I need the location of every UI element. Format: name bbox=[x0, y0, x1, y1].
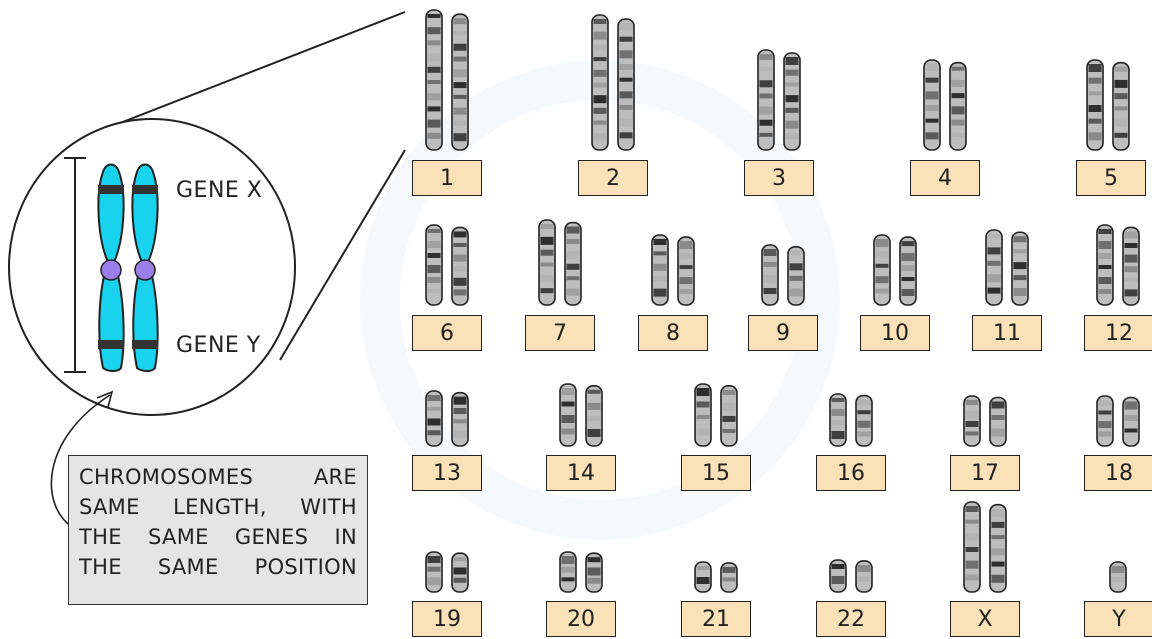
zoom-line-top bbox=[114, 11, 406, 126]
pair-label-22: 22 bbox=[816, 601, 886, 637]
pair-label-20: 20 bbox=[546, 601, 616, 637]
pair-label-18: 18 bbox=[1084, 455, 1152, 491]
pair-label-10: 10 bbox=[860, 315, 930, 351]
pair-label-5: 5 bbox=[1076, 160, 1146, 196]
callout-line: SAME LENGTH, WITH bbox=[79, 495, 357, 519]
pair-label-2: 2 bbox=[578, 160, 648, 196]
gene-y-label: GENE Y bbox=[176, 333, 261, 358]
chromosome-pair-5 bbox=[1086, 59, 1130, 151]
pair-label-6: 6 bbox=[412, 315, 482, 351]
chromosome-pair-22 bbox=[829, 559, 873, 593]
chromosome-pair-10 bbox=[873, 234, 917, 306]
length-bracket bbox=[64, 157, 86, 373]
callout-arrow bbox=[50, 394, 111, 528]
gene-x-label: GENE X bbox=[176, 178, 263, 203]
pair-label-3: 3 bbox=[744, 160, 814, 196]
pair-label-16: 16 bbox=[816, 455, 886, 491]
pair-label-1: 1 bbox=[412, 160, 482, 196]
chromosome-pair-15 bbox=[694, 383, 738, 447]
chromosome-pair-1 bbox=[425, 9, 469, 151]
chromosome-pair-21 bbox=[694, 561, 738, 593]
pair-label-9: 9 bbox=[748, 315, 818, 351]
chromosome-pair-9 bbox=[761, 244, 805, 306]
pair-label-8: 8 bbox=[638, 315, 708, 351]
pair-label-14: 14 bbox=[546, 455, 616, 491]
callout-line: CHROMOSOMES ARE bbox=[79, 465, 357, 489]
chromosome-pair-12 bbox=[1096, 224, 1140, 306]
chromosome-pair-y bbox=[1109, 561, 1127, 593]
chromosome-pair-8 bbox=[651, 234, 695, 306]
pair-label-y: Y bbox=[1084, 601, 1152, 637]
chromosome-pair-11 bbox=[985, 229, 1029, 306]
chromosome-pair-2 bbox=[591, 14, 635, 151]
chromosome-pair-7 bbox=[538, 219, 582, 306]
chromosome-pair-6 bbox=[425, 224, 469, 306]
pair-label-12: 12 bbox=[1084, 315, 1152, 351]
callout-line: THE SAME GENES IN bbox=[79, 525, 357, 549]
pair-label-11: 11 bbox=[972, 315, 1042, 351]
pair-label-13: 13 bbox=[412, 455, 482, 491]
homologous-chromosome-left bbox=[97, 163, 125, 372]
homologous-chromosome-right bbox=[131, 163, 159, 372]
pair-label-15: 15 bbox=[681, 455, 751, 491]
chromosome-pair-3 bbox=[757, 49, 801, 151]
chromosome-pair-x bbox=[963, 501, 1007, 593]
chromosome-pair-14 bbox=[559, 383, 603, 447]
zoom-line-bottom bbox=[279, 149, 406, 361]
callout-box: CHROMOSOMES ARE SAME LENGTH, WITH THE SA… bbox=[68, 455, 368, 605]
chromosome-pair-4 bbox=[923, 59, 967, 151]
pair-label-19: 19 bbox=[412, 601, 482, 637]
chromosome-pair-13 bbox=[425, 390, 469, 447]
pair-label-21: 21 bbox=[681, 601, 751, 637]
pair-label-4: 4 bbox=[910, 160, 980, 196]
pair-label-x: X bbox=[950, 601, 1020, 637]
chromosome-pair-18 bbox=[1096, 395, 1140, 447]
chromosome-pair-16 bbox=[829, 393, 873, 447]
callout-line: THE SAME POSITION bbox=[79, 555, 357, 579]
chromosome-pair-20 bbox=[559, 551, 603, 593]
chromosome-pair-19 bbox=[425, 551, 469, 593]
chromosome-pair-17 bbox=[963, 395, 1007, 447]
pair-label-7: 7 bbox=[525, 315, 595, 351]
callout-arrow-head bbox=[96, 390, 114, 408]
pair-label-17: 17 bbox=[950, 455, 1020, 491]
